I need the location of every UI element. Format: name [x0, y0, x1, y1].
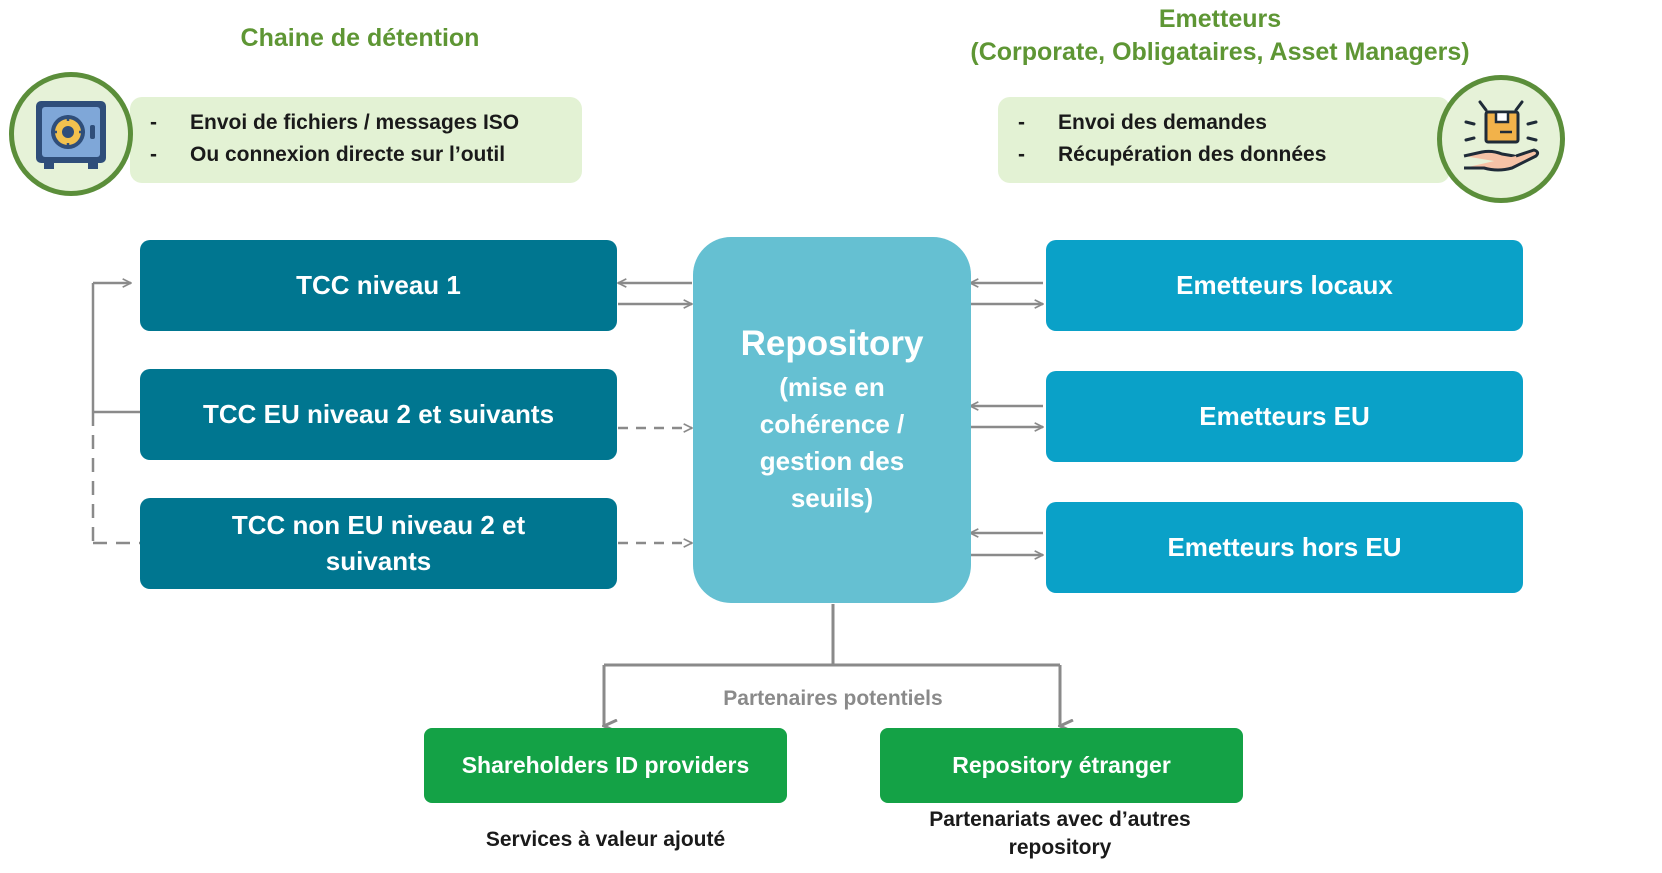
package-in-hand-icon	[1437, 75, 1565, 203]
left-notes: Envoi de fichiers / messages ISO Ou conn…	[130, 97, 582, 183]
repository-etranger-label: Repository étranger	[952, 751, 1171, 778]
tcc-non-eu-label: TCC non EU niveau 2 et suivants	[231, 510, 526, 576]
emetteurs-eu-box: Emetteurs EU	[1046, 371, 1523, 462]
emetteurs-locaux-label: Emetteurs locaux	[1176, 269, 1393, 300]
right-note-item: Envoi des demandes	[998, 107, 1450, 139]
emetteurs-hors-eu-label: Emetteurs hors EU	[1167, 531, 1402, 562]
right-section-title: Emetteurs (Corporate, Obligataires, Asse…	[905, 3, 1535, 68]
right-note-item: Récupération des données	[998, 139, 1450, 171]
emetteurs-locaux-box: Emetteurs locaux	[1046, 240, 1523, 331]
tcc-niveau-1-label: TCC niveau 1	[296, 269, 461, 300]
tcc-niveau-1-box: TCC niveau 1	[140, 240, 617, 331]
shareholders-id-providers-label: Shareholders ID providers	[461, 751, 750, 778]
repository-title: Repository	[740, 324, 924, 364]
left-note-item: Envoi de fichiers / messages ISO	[130, 107, 582, 139]
safe-icon	[9, 72, 133, 196]
repository-etranger-box: Repository étranger	[880, 728, 1243, 803]
shareholders-id-providers-box: Shareholders ID providers	[424, 728, 787, 803]
right-notes: Envoi des demandes Récupération des donn…	[998, 97, 1450, 183]
right-section-title-line1: Emetteurs	[1158, 5, 1282, 33]
emetteurs-hors-eu-box: Emetteurs hors EU	[1046, 502, 1523, 593]
repository-box: Repository (mise en cohérence / gestion …	[693, 237, 971, 603]
tcc-non-eu-box: TCC non EU niveau 2 et suivants	[140, 498, 617, 589]
shareholders-caption: Services à valeur ajouté	[485, 828, 726, 851]
left-section-title: Chaine de détention	[240, 24, 480, 52]
repository-subtitle: (mise en cohérence / gestion des seuils)	[759, 372, 905, 513]
emetteurs-eu-label: Emetteurs EU	[1199, 400, 1370, 431]
right-section-title-line2: (Corporate, Obligataires, Asset Managers…	[970, 37, 1470, 66]
tcc-eu-niveau-2-box: TCC EU niveau 2 et suivants	[140, 369, 617, 460]
tcc-eu-niveau-2-label: TCC EU niveau 2 et suivants	[202, 398, 555, 429]
left-note-item: Ou connexion directe sur l’outil	[130, 139, 582, 171]
repository-etranger-caption: Partenariats avec d’autres repository	[929, 808, 1191, 859]
partners-label: Partenaires potentiels	[723, 687, 943, 710]
